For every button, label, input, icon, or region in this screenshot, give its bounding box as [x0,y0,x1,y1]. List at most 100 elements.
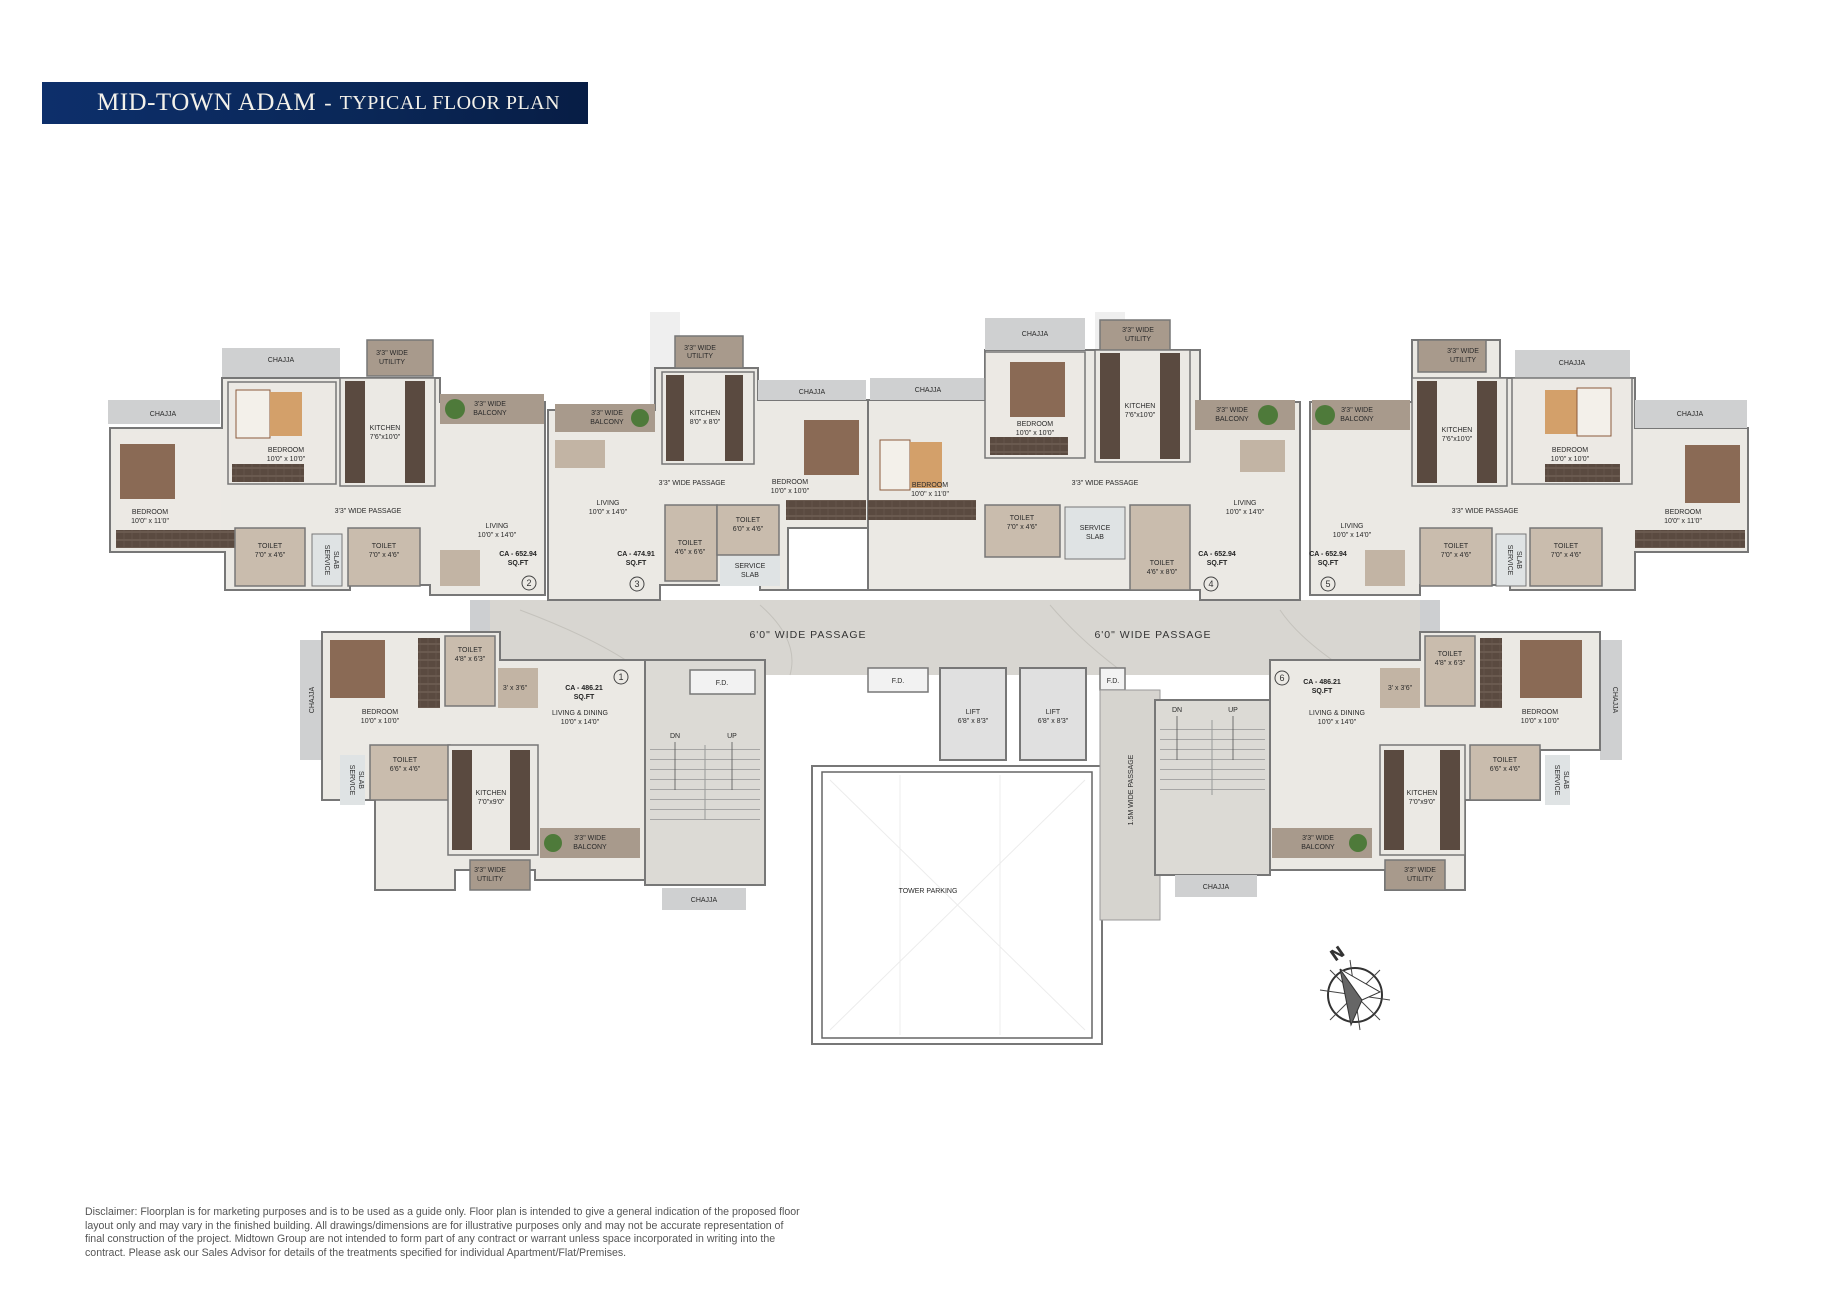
unit-number: 2 [526,578,531,588]
room-label: BEDROOM [1522,709,1558,716]
dining-dimension: 3' x 3'6" [503,685,528,692]
north-compass-icon: N [1319,942,1391,1031]
room-label: TOILET [1150,560,1175,567]
unit-number: 4 [1208,579,1213,589]
stair-down-label: DN [1172,707,1182,714]
balcony-label: BALCONY [573,844,607,851]
room-label: BEDROOM [1017,421,1053,428]
room-label: KITCHEN [476,790,507,797]
lift-2 [1019,667,1087,761]
room-label: LIVING [1341,523,1364,530]
room-dimension: 10'0" x 14'0" [478,532,517,539]
wardrobe [418,638,440,708]
unit-number: 1 [618,672,623,682]
carpet-area: CA - 486.21 [565,685,603,692]
unit-6: CHAJJA BEDROOM 10'0" x 10'0" TOILET 4'8"… [1269,631,1622,891]
disclaimer-line: contract. Please ask our Sales Advisor f… [85,1246,627,1259]
lift-1 [939,667,1007,761]
room-dimension: 10'0" x 11'0" [1664,518,1702,525]
lift-label: LIFT [966,709,981,716]
wardrobe [868,500,976,520]
fire-duct-label: F.D. [892,678,905,685]
room-dimension: 4'6" x 6'6" [675,549,706,556]
room-label: TOILET [1010,515,1035,522]
lift-dimension: 6'8" x 8'3" [958,718,989,725]
room-label: KITCHEN [1407,790,1438,797]
wardrobe [1635,530,1745,548]
unit-number: 5 [1325,579,1330,589]
bed-icon [330,640,385,698]
plant-icon [544,834,562,852]
room-label: KITCHEN [1442,427,1473,434]
carpet-area: CA - 486.21 [1303,679,1341,686]
balcony-label: 3'3" WIDE [474,401,506,408]
room-dimension: 6'6" x 4'6" [1490,766,1521,773]
chajja-label: CHAJJA [691,897,718,904]
tower-parking-label: TOWER PARKING [899,888,958,895]
room-label: TOILET [258,543,283,550]
room-label: LIVING [597,500,620,507]
wardrobe [786,500,866,520]
service-slab-label: SLAB [332,551,339,569]
service-slab-label: SLAB [357,771,364,789]
room-label: BEDROOM [132,509,168,516]
room-dimension: 10'0" x 11'0" [911,491,949,498]
room-dimension: 10'0" x 14'0" [1333,532,1372,539]
room-dimension: 7'0" x 4'6" [255,552,286,559]
north-label: N [1326,942,1348,965]
plant-icon [631,409,649,427]
bed-icon [1520,640,1582,698]
room-dimension: 6'6" x 4'6" [390,766,421,773]
room-label: TOILET [678,540,703,547]
plant-icon [1258,405,1278,425]
room-label: LIVING & DINING [1309,710,1365,717]
utility-label: 3'3" WIDE [1122,327,1154,334]
utility-label: UTILITY [1125,336,1151,343]
room-dimension: 10'0" x 10'0" [1016,430,1055,437]
passage-label-right: 6'0" WIDE PASSAGE [1094,629,1211,641]
unit-number-badge [521,575,537,591]
room-dimension: 7'6"x10'0" [1442,436,1473,443]
room-label: BEDROOM [362,709,398,716]
utility-label: 3'3" WIDE [1447,348,1479,355]
room-label: TOILET [736,517,761,524]
balcony-label: 3'3" WIDE [591,410,623,417]
room-dimension: 4'6" x 8'0" [1147,569,1178,576]
room-dimension: 7'0" x 4'6" [1007,524,1038,531]
dining-table [498,668,538,708]
room-label: KITCHEN [690,410,721,417]
room-dimension: 10'0" x 10'0" [267,456,306,463]
chajja-label: CHAJJA [1559,360,1586,367]
passage-label: 3'3" WIDE PASSAGE [1452,508,1519,515]
unit-4: CHAJJA CHAJJA 3'3" WIDE UTILITY BEDROOM … [867,312,1301,601]
title-separator: - [324,90,332,115]
room-dimension: 4'8" x 6'3" [455,656,486,663]
dining-table [1380,668,1420,708]
room-dimension: 6'0" x 4'6" [733,526,764,533]
wardrobe [232,464,304,482]
balcony-label: 3'3" WIDE [1302,835,1334,842]
utility-label: UTILITY [1450,357,1476,364]
unit-2: CHAJJA CHAJJA 3'3" WIDE UTILITY 3'3" WID… [108,339,546,596]
room-label: LIVING [486,523,509,530]
balcony-label: BALCONY [1301,844,1335,851]
stair-up-label: UP [1228,707,1238,714]
room-dimension: 10'0" x 14'0" [1226,509,1265,516]
core: F.D. LIFT 6'8" x 8'3" LIFT 6'8" x 8'3" F… [867,667,1126,761]
room-dimension: 4'8" x 6'3" [1435,660,1466,667]
service-slab-label: SERVICE [1080,525,1111,532]
staircase-left: F.D. DN UP CHAJJA [644,659,766,910]
utility-label: UTILITY [687,353,713,360]
balcony-label: 3'3" WIDE [1341,407,1373,414]
carpet-area-unit: SQ.FT [574,694,595,701]
room-dimension: 10'0" x 14'0" [1318,719,1357,726]
utility-label: 3'3" WIDE [684,345,716,352]
unit-number-badge [613,669,629,685]
unit-1: CHAJJA BEDROOM 10'0" x 10'0" TOILET 4'8"… [300,631,646,891]
room-label: TOILET [1438,651,1463,658]
room-dimension: 7'0" x 4'6" [1441,552,1472,559]
unit-5: CHAJJA CHAJJA 3'3" WIDE UTILITY 3'3" WID… [1309,339,1749,596]
chajja [222,348,340,380]
dining-table [555,440,605,468]
